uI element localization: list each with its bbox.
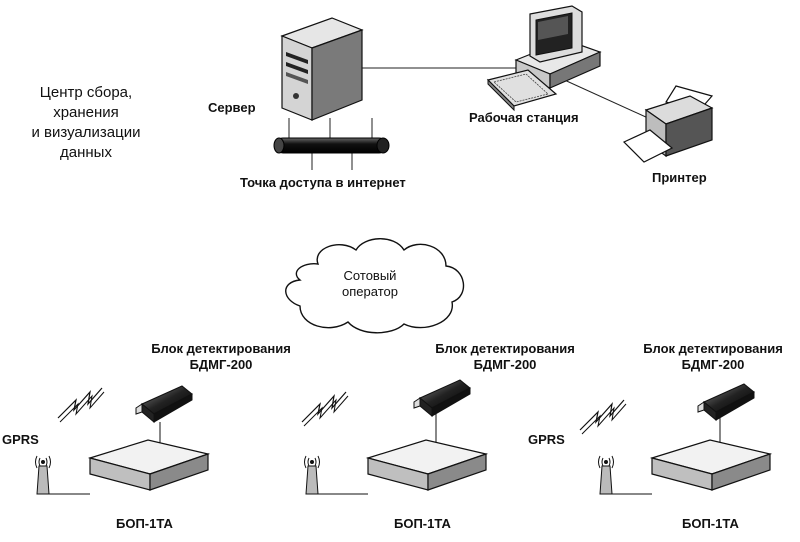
- gprs-signal-icon: [301, 391, 349, 427]
- station-3-gprs-label: GPRS: [528, 432, 565, 447]
- bop-1ta-device-icon: [89, 439, 209, 491]
- station-1-gprs-label: GPRS: [2, 432, 39, 447]
- data-center-title-line-1: Центр сбора,: [39, 84, 133, 101]
- antenna-icon: [598, 455, 614, 495]
- station-3: [579, 383, 771, 495]
- bop-1ta-device-icon: [367, 439, 487, 491]
- detector-label-line-2: БДМГ-200: [473, 357, 537, 372]
- access-point-label: Точка доступа в интернет: [240, 175, 406, 190]
- cloud-label-line-1: Сотовый: [343, 268, 397, 283]
- station-3-device-label: БОП-1ТА: [682, 516, 739, 531]
- internet-access-point-icon: [273, 137, 390, 154]
- printer-label: Принтер: [652, 170, 707, 185]
- data-center-title-line-2: хранения: [53, 104, 119, 121]
- station-2-detector-label: Блок детектирования БДМГ-200: [420, 341, 590, 373]
- detector-label-line-1: Блок детектирования: [151, 341, 291, 356]
- station-1-device-label: БОП-1ТА: [116, 516, 173, 531]
- server-label: Сервер: [208, 100, 256, 115]
- workstation-icon: [486, 5, 602, 112]
- server-icon: [280, 17, 364, 121]
- top-connections: [288, 67, 649, 170]
- station-1-detector-label: Блок детектирования БДМГ-200: [136, 341, 306, 373]
- gprs-signal-icon: [57, 387, 105, 423]
- station-2-device-label: БОП-1ТА: [394, 516, 451, 531]
- antenna-icon: [35, 455, 51, 495]
- cellular-operator-cloud: [285, 238, 465, 334]
- detector-label-line-1: Блок детектирования: [643, 341, 783, 356]
- gprs-signal-icon: [579, 399, 627, 435]
- antenna-icon: [304, 455, 320, 495]
- detector-bdmg-200-icon: [697, 383, 755, 421]
- station-1: [35, 385, 209, 495]
- workstation-label: Рабочая станция: [469, 110, 579, 125]
- data-center-title-line-3: и визуализации: [31, 124, 141, 141]
- detector-bdmg-200-icon: [135, 385, 193, 423]
- detector-label-line-2: БДМГ-200: [189, 357, 253, 372]
- bop-1ta-device-icon: [651, 439, 771, 491]
- station-2: [301, 379, 487, 495]
- detector-label-line-1: Блок детектирования: [435, 341, 575, 356]
- detector-bdmg-200-icon: [413, 379, 471, 417]
- data-center-title: Центр сбора, хранения и визуализации дан…: [0, 83, 172, 163]
- cloud-label: Сотовый оператор: [320, 268, 420, 300]
- workstation-printer-link: [559, 77, 649, 119]
- printer-icon: [622, 85, 714, 163]
- station-3-detector-label: Блок детектирования БДМГ-200: [628, 341, 798, 373]
- cloud-label-line-2: оператор: [342, 284, 398, 299]
- detector-label-line-2: БДМГ-200: [681, 357, 745, 372]
- data-center-title-line-4: данных: [60, 144, 112, 161]
